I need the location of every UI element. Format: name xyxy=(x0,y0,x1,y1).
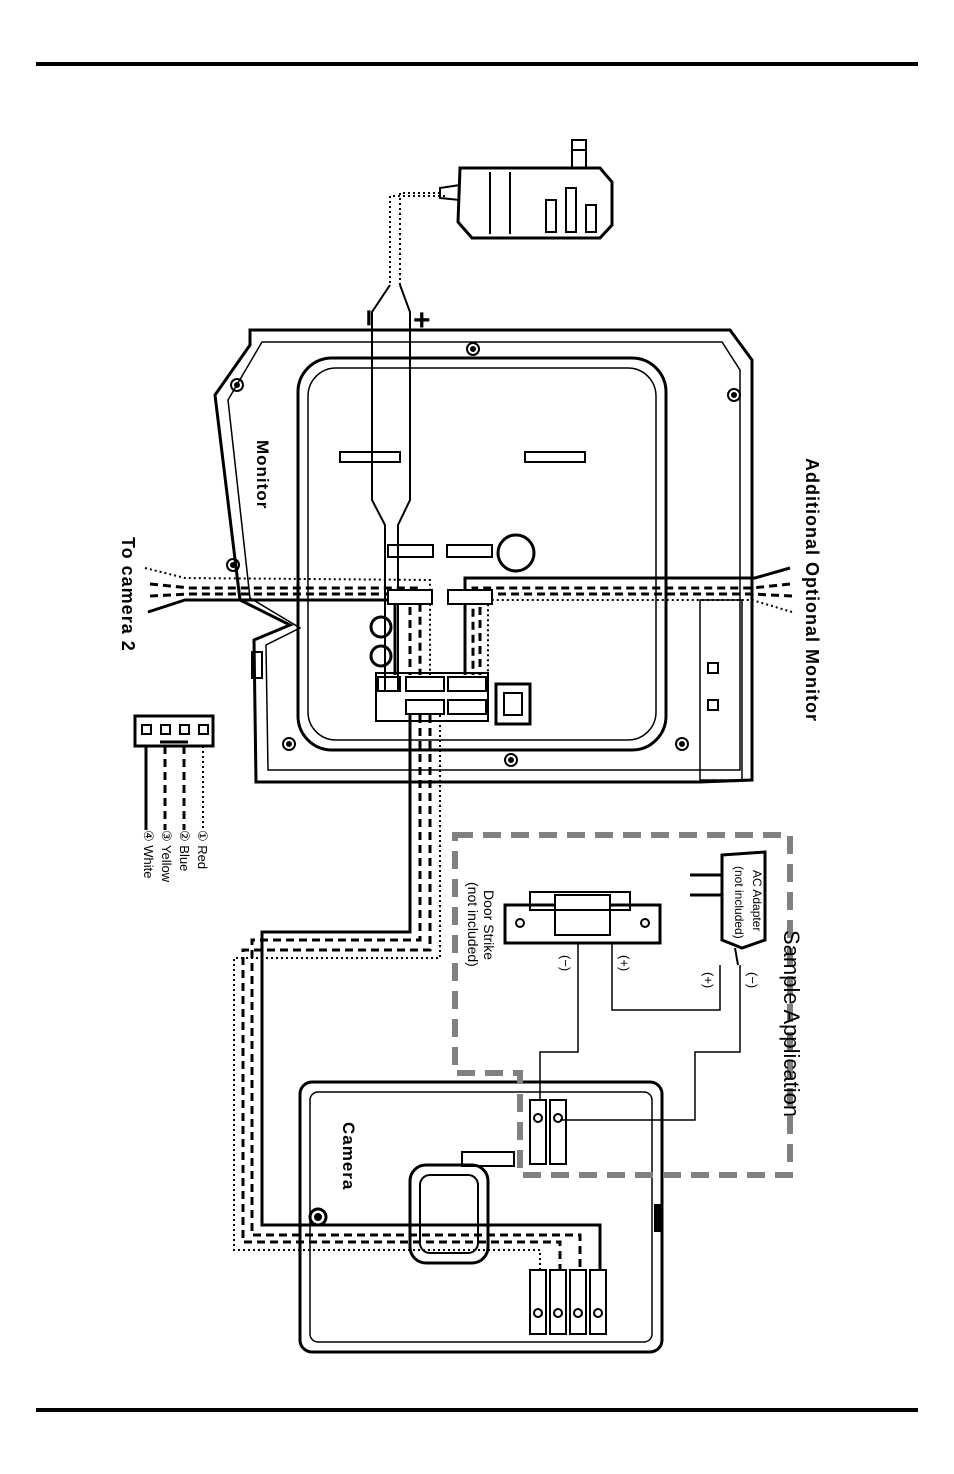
door-strike-icon xyxy=(505,892,660,943)
ac-adapter-not-included: (not included) xyxy=(732,866,746,939)
additional-optional-monitor-label: Additional Optional Monitor xyxy=(801,458,822,722)
camera2-wires xyxy=(145,568,430,675)
ac-adapter-label: AC Adapter xyxy=(750,870,764,931)
power-adapter-icon xyxy=(390,140,612,285)
legend-white: ④ White xyxy=(140,830,156,879)
to-camera-2-label: To camera 2 xyxy=(117,537,138,652)
minus-sign: − xyxy=(352,309,385,327)
camera-label: Camera xyxy=(338,1122,358,1190)
camera-cable xyxy=(234,715,600,1270)
door-strike-label: Door Strike xyxy=(481,890,497,960)
door-strike-not-included: (not included) xyxy=(465,882,481,967)
adapter-minus-label: (−) xyxy=(745,972,760,988)
additional-monitor-wires xyxy=(388,568,792,675)
monitor-label: Monitor xyxy=(252,440,272,509)
legend-red: ① Red xyxy=(194,830,210,869)
legend-yellow: ③ Yellow xyxy=(158,830,174,882)
adapter-plus-label: (+) xyxy=(701,972,716,988)
sample-application-label: Sample Application xyxy=(778,930,804,1117)
wire-legend-connector xyxy=(135,716,213,830)
door-strike-minus-label: (−) xyxy=(558,955,573,971)
plus-sign: + xyxy=(413,304,431,337)
monitor-unit xyxy=(215,330,752,782)
door-strike-plus-label: (+) xyxy=(617,955,632,971)
legend-blue: ② Blue xyxy=(176,830,192,871)
